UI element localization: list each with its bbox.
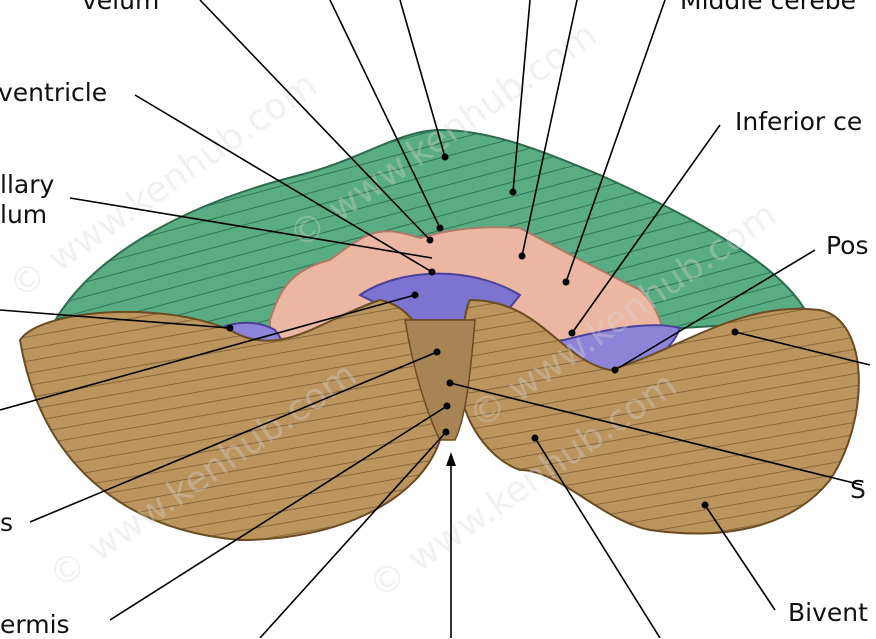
label-middle-cerebellar: Middle cerebe [680, 0, 857, 15]
label-medullary-2: lum [0, 200, 48, 229]
label-inferior-cerebellar: Inferior ce [735, 107, 863, 136]
right-hemisphere [458, 298, 860, 535]
label-ventricle: ventricle [0, 78, 108, 107]
leader-dots [226, 153, 739, 509]
label-posterior: Pos [826, 231, 869, 260]
label-velum: velum [82, 0, 160, 15]
label-left-bottom: s [0, 508, 14, 537]
label-medullary-1: llary [0, 170, 55, 199]
arrowhead [446, 452, 456, 466]
label-right-middle: S [850, 475, 866, 504]
left-hemisphere [18, 298, 442, 542]
label-biventral: Bivent [788, 598, 868, 627]
inferior-vermis [404, 319, 476, 441]
label-vermis: ermis [0, 610, 70, 639]
